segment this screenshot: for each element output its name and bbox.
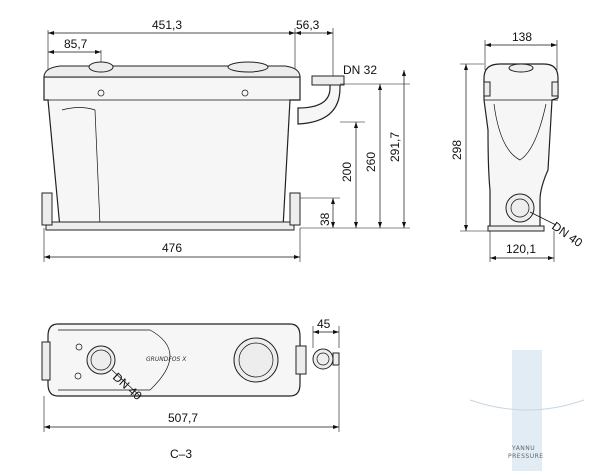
arrow xyxy=(485,43,491,47)
dim-260: 260 xyxy=(364,152,378,172)
dim-291: 291,7 xyxy=(388,132,402,162)
arrow xyxy=(331,222,335,228)
lid-port-left xyxy=(88,61,114,73)
top-inlet-right xyxy=(295,345,307,375)
base-plate xyxy=(45,221,295,231)
arrow xyxy=(44,255,50,259)
arrow xyxy=(548,256,554,260)
top-contour xyxy=(58,329,171,391)
side-tab-right xyxy=(551,81,559,97)
arrow xyxy=(378,84,382,90)
top-cover-inner xyxy=(238,342,274,378)
side-inlet-label: DN 40 xyxy=(549,219,585,250)
top-outlet-tab xyxy=(332,352,340,366)
arrow xyxy=(327,31,333,35)
dim-451: 451,3 xyxy=(152,18,182,32)
front-view: 451,3 85,7 56,3 DN 32 476 xyxy=(41,18,410,262)
screw-left xyxy=(97,89,105,97)
side-body xyxy=(483,63,559,229)
outlet-label: DN 32 xyxy=(343,63,377,77)
screw-right xyxy=(241,89,249,97)
top-view: GRUNDFOS X DN 40 45 507,7 xyxy=(41,317,340,432)
outlet-flange xyxy=(311,75,345,86)
dim-45: 45 xyxy=(317,317,331,331)
side-tab-left xyxy=(483,81,491,97)
arrow xyxy=(313,330,319,334)
arrow xyxy=(490,256,496,260)
watermark: YANNU PRESSURE xyxy=(469,350,585,471)
dim-138: 138 xyxy=(512,30,532,44)
dim-507: 507,7 xyxy=(168,411,198,425)
arrow xyxy=(464,225,468,231)
arrow xyxy=(294,255,300,259)
side-inlet-outer xyxy=(505,193,535,223)
dim-476: 476 xyxy=(162,241,182,255)
arrow xyxy=(333,330,339,334)
side-contour xyxy=(493,103,547,161)
drawing-caption: C–3 xyxy=(170,447,192,461)
inlet-contour xyxy=(61,107,101,226)
watermark-arc xyxy=(469,399,585,411)
dim-298: 298 xyxy=(450,140,464,160)
arrow xyxy=(402,222,406,228)
outlet-pipe xyxy=(297,81,341,125)
arrow xyxy=(402,70,406,76)
side-view: 138 DN 40 298 120,1 xyxy=(450,30,585,262)
side-inlet-inner xyxy=(510,198,530,218)
arrow xyxy=(354,122,358,128)
arrow xyxy=(48,50,54,54)
top-outlet-inner xyxy=(316,352,330,366)
top-body xyxy=(47,323,301,397)
arrow xyxy=(464,64,468,70)
dim-120: 120,1 xyxy=(506,242,536,256)
arrow xyxy=(331,198,335,204)
side-inlet-left xyxy=(41,192,53,226)
arrow xyxy=(354,222,358,228)
dim-200: 200 xyxy=(340,162,354,182)
brand-mark: GRUNDFOS X xyxy=(146,356,187,363)
top-inlet-left xyxy=(41,341,51,381)
top-cover-outer xyxy=(233,337,279,383)
leader-dn40 xyxy=(529,211,557,226)
arrow xyxy=(95,50,101,54)
dim-56: 56,3 xyxy=(296,18,320,32)
arrow xyxy=(48,31,54,35)
side-inlet-right xyxy=(289,192,301,226)
top-inlet-inner xyxy=(90,349,112,371)
lid-port-right xyxy=(227,61,269,73)
arrow xyxy=(333,425,339,429)
leader-top-dn40 xyxy=(111,369,141,397)
arrow xyxy=(551,43,557,47)
arrow xyxy=(295,31,301,35)
arrow xyxy=(378,222,382,228)
dim-38: 38 xyxy=(318,212,332,226)
side-lid-port xyxy=(508,63,534,73)
watermark-line2: PRESSURE xyxy=(508,453,544,460)
watermark-line1: YANNU xyxy=(511,445,535,452)
side-base xyxy=(487,225,545,232)
top-screw xyxy=(74,372,82,380)
dim-85: 85,7 xyxy=(64,37,88,51)
arrow xyxy=(44,425,50,429)
top-screw xyxy=(75,343,83,351)
arrow xyxy=(289,31,295,35)
top-outlet-outer xyxy=(312,348,334,370)
